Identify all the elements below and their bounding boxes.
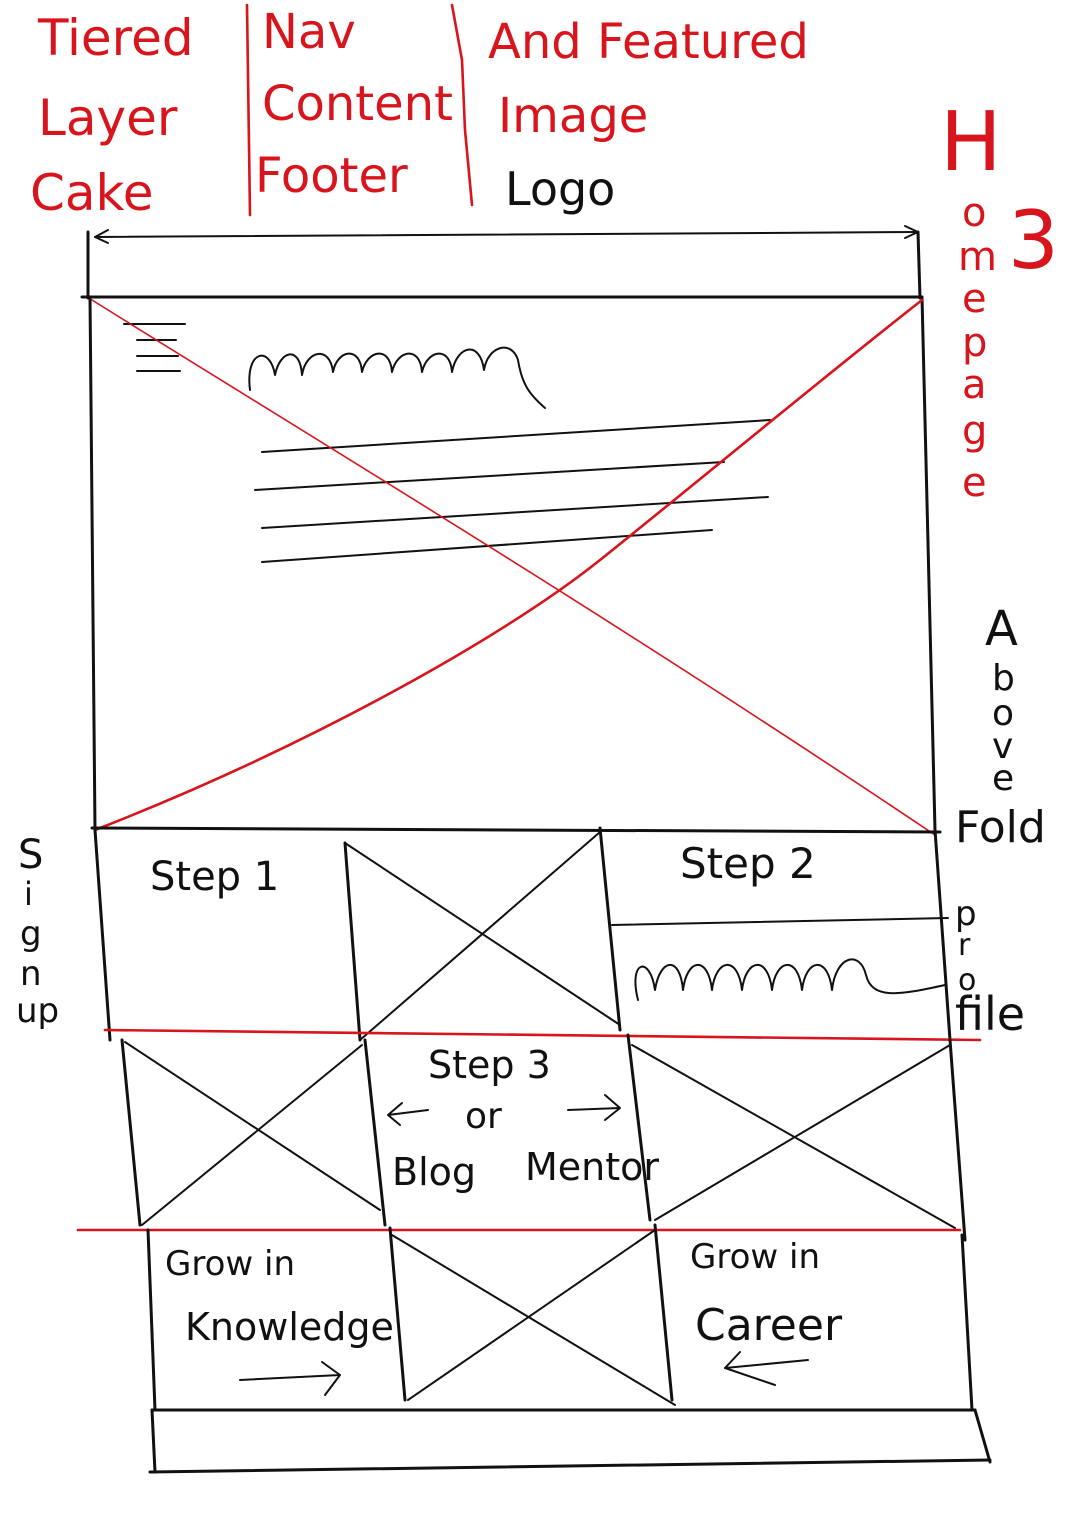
image-placeholder-cross-1 xyxy=(91,299,936,836)
legend-logo: Logo xyxy=(505,162,615,216)
row2-image-right-cross-1 xyxy=(631,1044,956,1229)
legend-cake: Cake xyxy=(30,164,154,222)
step3-mentor: Mentor xyxy=(525,1145,659,1189)
legend-divider-2 xyxy=(450,3,474,207)
svg-text:p: p xyxy=(955,894,977,934)
svg-text:b: b xyxy=(992,658,1015,699)
legend-divider-1 xyxy=(245,3,252,217)
page-title: H o m e p a g e 3 xyxy=(940,95,1059,506)
step3-label: Step 3 xyxy=(428,1043,551,1087)
above-label: A b o v e xyxy=(985,601,1018,799)
row2-image-left-cross-2 xyxy=(141,1044,363,1226)
headline-squiggle xyxy=(248,346,546,409)
legend-nav: Nav xyxy=(262,4,356,60)
legend: Tiered Layer Cake Nav Content Footer And… xyxy=(30,3,809,222)
legend-and-featured: And Featured xyxy=(488,14,809,70)
signup-label: S i g n up xyxy=(16,832,59,1031)
hero-right-border xyxy=(920,295,937,832)
legend-content: Content xyxy=(262,76,453,132)
svg-text:g: g xyxy=(20,914,42,954)
header-strip xyxy=(86,225,922,300)
svg-text:r: r xyxy=(958,928,971,963)
step3-or: or xyxy=(465,1096,502,1137)
hero-section xyxy=(80,295,937,836)
grow-career-line1: Grow in xyxy=(690,1237,820,1277)
svg-text:n: n xyxy=(20,954,42,994)
row3-image-cross-1 xyxy=(391,1234,676,1406)
arrow-right-icon xyxy=(567,1094,621,1121)
legend-footer: Footer xyxy=(255,148,408,204)
page-title-e2: e xyxy=(962,460,987,506)
page-title-a: a xyxy=(962,362,987,408)
row3-image-cross-2 xyxy=(407,1229,656,1401)
legend-tiered: Tiered xyxy=(37,9,194,67)
legend-image: Image xyxy=(498,88,648,144)
hero-left-border xyxy=(88,295,97,832)
row-step-3: Step 3 or Blog Mentor xyxy=(120,1033,967,1242)
row-divider-1 xyxy=(103,1028,982,1042)
arrow-left-icon xyxy=(387,1102,429,1126)
step2-squiggle xyxy=(634,958,946,1001)
svg-text:o: o xyxy=(992,693,1014,734)
svg-text:up: up xyxy=(16,991,59,1031)
hero-text-line-2 xyxy=(254,461,725,491)
hero-text-line-3 xyxy=(261,496,769,529)
grow-knowledge-line2: Knowledge xyxy=(185,1305,394,1349)
step-image-cross-2 xyxy=(359,831,601,1041)
hamburger-icon[interactable] xyxy=(123,323,186,372)
row-step-1-2: Step 1 Step 2 xyxy=(93,826,952,1042)
grow-knowledge-line1: Grow in xyxy=(165,1244,295,1284)
page-title-g: g xyxy=(962,408,987,454)
page-title-h: H xyxy=(940,95,1002,190)
svg-text:o: o xyxy=(958,963,976,998)
svg-text:e: e xyxy=(992,758,1014,799)
page-title-e: e xyxy=(962,276,987,322)
svg-text:file: file xyxy=(955,987,1025,1041)
page-title-m: m xyxy=(958,234,997,280)
svg-text:S: S xyxy=(18,832,43,878)
hero-text-line-1 xyxy=(261,419,771,453)
row2-image-left-cross-1 xyxy=(124,1041,381,1211)
grow-career-line2: Career xyxy=(695,1300,843,1351)
row2-image-right-cross-2 xyxy=(654,1044,951,1221)
profile-label: p r o file xyxy=(955,894,1025,1041)
step3-blog: Blog xyxy=(392,1150,476,1194)
footer xyxy=(148,1408,992,1474)
page-number: 3 xyxy=(1008,194,1059,287)
svg-text:i: i xyxy=(24,875,33,913)
page-title-o: o xyxy=(962,190,986,236)
row-grow: Grow in Knowledge Grow in Career xyxy=(146,1223,974,1412)
arrow-right-icon xyxy=(239,1361,341,1396)
fold-line xyxy=(90,826,942,834)
legend-layer: Layer xyxy=(38,89,178,147)
svg-text:v: v xyxy=(992,726,1013,767)
page-title-p: p xyxy=(962,320,987,366)
fold-label: Fold xyxy=(955,802,1046,853)
image-placeholder-cross-2 xyxy=(93,298,924,832)
step1-label: Step 1 xyxy=(150,854,279,900)
arrow-left-icon xyxy=(724,1351,809,1386)
step2-label: Step 2 xyxy=(680,839,816,888)
footer-bottom-border xyxy=(148,1458,992,1474)
svg-text:A: A xyxy=(985,601,1018,657)
